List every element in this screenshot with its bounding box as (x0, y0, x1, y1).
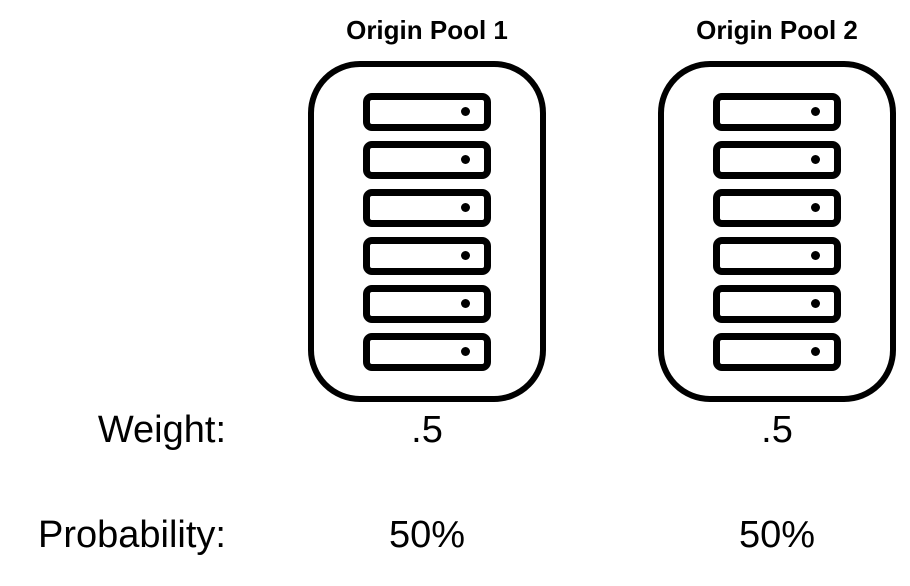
server-led-dot (811, 155, 820, 164)
pool-2-weight-value: .5 (761, 409, 793, 451)
server-led-dot (461, 299, 470, 308)
weight-label: Weight: (97, 409, 226, 451)
server-icon (713, 188, 841, 227)
origin-pool-2-box (658, 61, 896, 402)
server-led-dot (811, 299, 820, 308)
pool-1-probability-value: 50% (388, 514, 466, 556)
server-led-dot (461, 107, 470, 116)
server-icon (713, 284, 841, 323)
pool-2-probability-value: 50% (738, 514, 816, 556)
pool-1-weight-value: .5 (411, 409, 443, 451)
server-icon (363, 236, 491, 275)
server-icon (363, 332, 491, 371)
server-icon (363, 284, 491, 323)
origin-pool-1-group: Origin Pool 1 (308, 14, 546, 402)
server-icon (363, 188, 491, 227)
origin-pool-1-title: Origin Pool 1 (346, 15, 508, 45)
origin-pool-1-box (308, 61, 546, 402)
server-icon (713, 140, 841, 179)
server-led-dot (811, 107, 820, 116)
server-icon (713, 236, 841, 275)
origin-pool-2-group: Origin Pool 2 (658, 14, 896, 402)
server-icon (713, 92, 841, 131)
server-led-dot (461, 203, 470, 212)
server-led-dot (461, 347, 470, 356)
server-led-dot (811, 251, 820, 260)
server-icon (713, 332, 841, 371)
origin-pool-2-title: Origin Pool 2 (696, 15, 858, 45)
server-icon (363, 140, 491, 179)
server-led-dot (811, 203, 820, 212)
server-led-dot (461, 155, 470, 164)
probability-label: Probability: (38, 514, 226, 556)
server-led-dot (811, 347, 820, 356)
server-icon (363, 92, 491, 131)
server-led-dot (461, 251, 470, 260)
